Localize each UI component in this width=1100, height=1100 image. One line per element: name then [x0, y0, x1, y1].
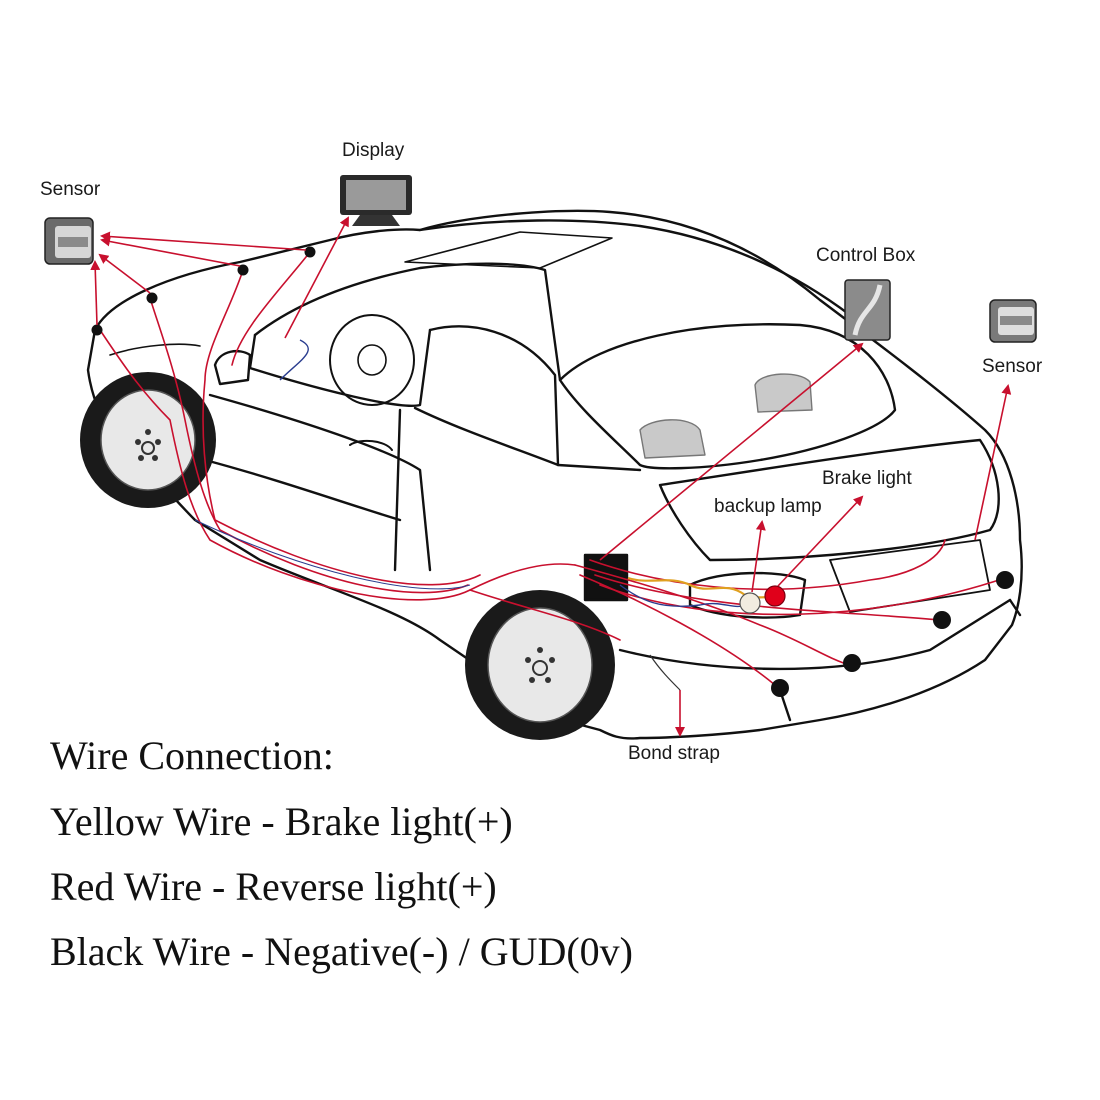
backup-lamp-bulb: [739, 592, 761, 614]
backup-lamp-label: backup lamp: [714, 496, 822, 517]
display-label: Display: [342, 140, 405, 161]
control-box-icon: [844, 279, 891, 341]
brake-light-bulb: [764, 585, 786, 607]
legend-heading: Wire Connection:: [50, 733, 334, 778]
sensor-points: [91, 246, 1014, 697]
display-icon: [340, 175, 412, 226]
brake-light-label: Brake light: [822, 468, 912, 489]
sensor-left-label: Sensor: [40, 179, 101, 200]
pointer-arrows: [90, 216, 1012, 737]
sensor-right-label: Sensor: [982, 356, 1043, 377]
front-wheel: [80, 372, 216, 508]
bond-strap-wire: [649, 654, 681, 691]
legend-line-red: Red Wire - Reverse light(+): [50, 864, 497, 909]
legend-line-black: Black Wire - Negative(-) / GUD(0v): [50, 929, 633, 974]
sensor-right-icon: [989, 299, 1037, 343]
bond-strap-label: Bond strap: [628, 743, 720, 764]
red-wire-harness: [99, 251, 1006, 686]
rear-wheel: [465, 590, 615, 740]
blue-wire: [194, 339, 746, 608]
yellow-wire: [627, 576, 781, 600]
legend-line-yellow: Yellow Wire - Brake light(+): [50, 799, 513, 844]
sensor-left-icon: [44, 217, 94, 265]
control-box-label: Control Box: [816, 245, 916, 266]
